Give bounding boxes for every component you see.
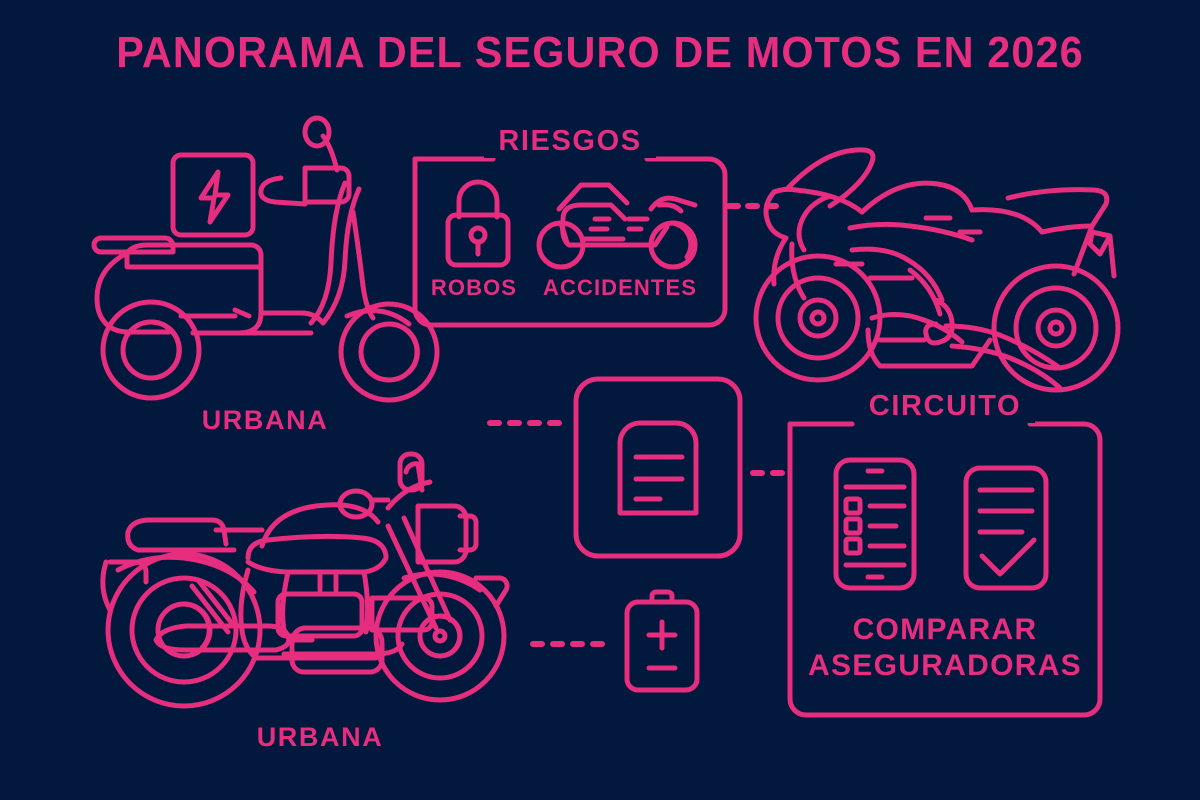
document-lines-icon [616,419,700,517]
scooter-label: URBANA [201,405,329,435]
classic-label: URBANA [256,722,384,752]
connector-classic-to-battery [530,641,616,647]
smartphone-checklist-icon [832,456,918,592]
sport-motorcycle-icon [740,140,1130,393]
electric-scooter-icon [85,115,445,410]
connector-document-to-circuito [750,470,792,476]
padlock-icon [443,177,513,269]
document-check-icon [962,464,1050,592]
circuito-cta-line1: COMPARAR [852,613,1038,646]
circuito-cta-line2: ASEGURADORAS [808,649,1082,682]
document-box [572,375,744,560]
connector-scooter-to-document [487,420,573,426]
circuito-panel: CIRCUITO [787,390,1103,718]
robos-label: ROBOS [430,275,518,300]
crashed-motorcycle-icon [533,175,703,271]
page-title: PANORAMA DEL SEGURO DE MOTOS EN 2026 [116,28,1084,77]
battery-plus-minus-icon [622,588,702,694]
riesgos-panel: RIESGOS ROBOS [412,125,728,328]
classic-motorcycle-icon [88,450,518,710]
connector-riesgos-to-sportbike [726,203,782,209]
accidentes-label: ACCIDENTES [542,275,697,300]
